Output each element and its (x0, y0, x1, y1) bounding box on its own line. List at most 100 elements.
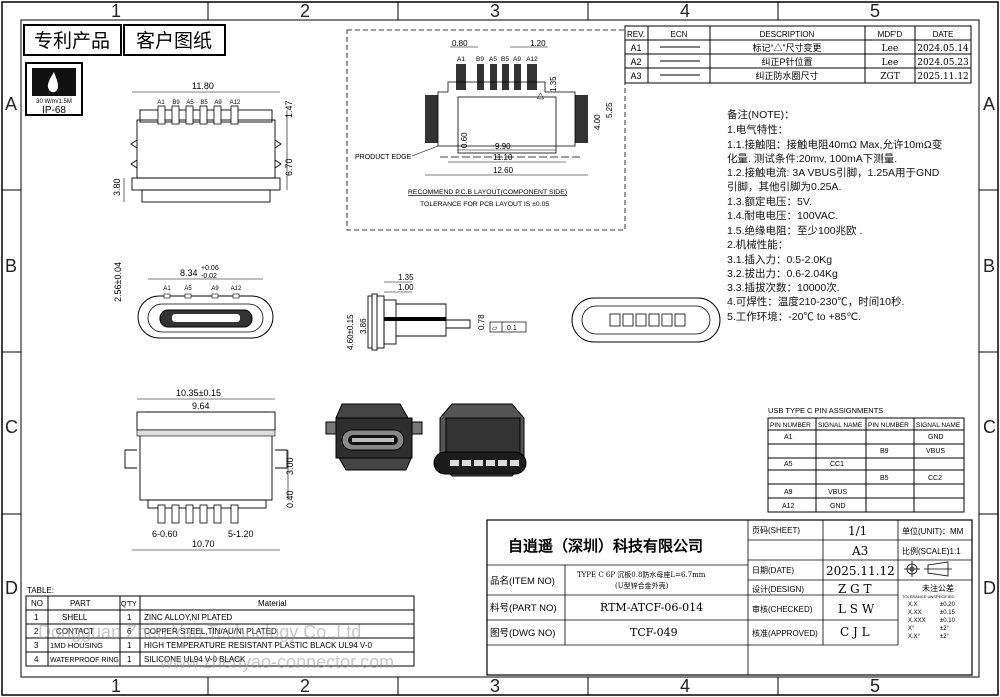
row-label: B (5, 256, 17, 276)
front-pin-label: A12 (231, 286, 242, 292)
note-line: 1.2.接触电流: 3A VBUS引脚，1.25A用于GND (727, 166, 940, 179)
bom-row: 1 SHELL 1 ZINC ALLOY,NI PLATED (34, 613, 232, 622)
column-label: 4 (680, 1, 690, 21)
company-name: 自逍遥（深圳）科技有限公司 (508, 537, 703, 555)
pcb-pin-label: B5 (501, 56, 509, 63)
pin-assignment-table: USB TYPE C PIN ASSIGNMENTS PIN NUMBER SI… (767, 406, 965, 513)
column-label: 1 (111, 1, 121, 21)
bom-header: NO (31, 599, 43, 608)
tolerance-value: ±0.10 (940, 618, 956, 624)
pcb-dim: 5.25 (605, 102, 614, 118)
part-value: RTM-ATCF-06-014 (600, 601, 703, 614)
bom-row: 2 CONTACT 6 COPPER STEEL,TIN/AU/NI PLATE… (34, 627, 277, 636)
pcb-layout-title: RECOMMEND P.C.B LAYOUT(COMPONENT SIDE) (408, 189, 567, 196)
customer-stamp-text: 客户图纸 (136, 30, 212, 52)
pcb-dim: 1.20 (530, 39, 546, 48)
scale-label: 比例(SCALE)1:1 (902, 546, 961, 556)
desc-cell: 标记“△”尺寸变更 (753, 42, 822, 53)
rear-view (571, 297, 721, 343)
front-pin-label: A5 (184, 286, 192, 292)
pin-table-cell: A12 (782, 503, 795, 510)
pcb-pin-label: A1 (457, 56, 465, 63)
bom-row: 4 WATERPROOF RING 1 SILICONE UL94 V-0 BL… (34, 655, 246, 664)
rev-cell: A1 (630, 43, 641, 53)
note-line: 2.机械性能： (727, 238, 788, 251)
bottom-dim: 6-0.60 (152, 529, 178, 539)
pin-table-header: SIGNAL NAME (818, 422, 863, 429)
flatness-icon: ▱ (492, 325, 498, 332)
note-line: 1.1.接触阻：接触电阻40mΩ Max,允许10mΩ变 (727, 138, 943, 151)
bom-cell: ZINC ALLOY,NI PLATED (144, 613, 232, 622)
warning-triangle-icon: △ (537, 90, 544, 100)
desc-cell: 纠正P针位置 (761, 56, 812, 67)
note-line: 1.电气特性： (727, 123, 788, 136)
bom-cell: SILICONE UL94 V-0 BLACK (144, 655, 246, 664)
rev-header: REV. (627, 30, 645, 39)
note-line: 1.3.额定电压：5V. (727, 195, 812, 208)
date-value: 2025.11.12 (826, 564, 895, 578)
column-label: 1 (111, 676, 121, 696)
row-label: C (5, 417, 18, 437)
design-value: Z G T (838, 582, 872, 596)
tolerance-title: 未注公差 (922, 583, 954, 593)
column-label: 2 (300, 1, 310, 21)
pin-table-cell: B9 (880, 448, 889, 455)
notes: 备注(NOTE)： 1.电气特性： 1.1.接触阻：接触电阻40mΩ Max,允… (727, 108, 943, 323)
bottom-dim: 9.64 (192, 401, 210, 411)
watermark-company: Dongguan Zhen Yao Technology Co.,Ltd (38, 622, 361, 642)
frame-row-labels: A B C D A B C D (5, 94, 996, 598)
column-label: 5 (870, 676, 880, 696)
top-pin-label: A5 (186, 100, 194, 106)
pin-table-cell: CC1 (830, 461, 844, 468)
tolerance-value: ±0.15 (940, 610, 956, 616)
note-line: 化量. 测试条件:20mv, 100mA下测量. (727, 152, 897, 165)
front-dim: 2.56±0.04 (113, 262, 123, 302)
row-label: C (983, 417, 996, 437)
note-line: 3.3.插拔次数：10000次. (727, 281, 840, 294)
rev-cell: A2 (630, 57, 641, 67)
bom-cell: 1 (34, 613, 39, 622)
pcb-dim: 12.60 (493, 166, 514, 175)
top-pin-label: B9 (172, 100, 180, 106)
top-pin-label: A1 (157, 100, 165, 106)
pcb-dim: 11.10 (493, 153, 513, 162)
pcb-dim: 0.60 (460, 132, 469, 148)
tolerance-value: ±0.20 (940, 602, 956, 608)
tolerance-value: ±2° (940, 626, 950, 632)
date-cell: 2024.05.23 (917, 58, 969, 68)
pin-table-cell: A9 (784, 489, 793, 496)
bom-cell: SHELL (62, 613, 88, 622)
bottom-dim: 3.00 (285, 457, 295, 475)
bom-header: Material (258, 599, 287, 608)
row-label: A (983, 94, 995, 114)
description-header: DESCRIPTION (760, 30, 815, 39)
mdf-cell: Lee (882, 58, 899, 68)
pcb-pin-label: A5 (489, 56, 497, 63)
column-label: 3 (490, 676, 500, 696)
front-dim: +0.06 (201, 265, 219, 272)
bottom-dim: 10.70 (192, 539, 215, 549)
pcb-layout-tolerance: TOLERANCE FOR PCB LAYOUT IS ±0.05 (420, 201, 549, 208)
pin-table-cell: B5 (880, 475, 889, 482)
bom-title: TABLE: (27, 586, 54, 595)
date-label: 日期(DATE) (752, 566, 794, 575)
pin-table-cell: CC2 (928, 475, 942, 482)
rev-cell: A3 (630, 71, 641, 81)
item-label: 品名(ITEM NO) (490, 575, 555, 587)
pin-table-cell: VBUS (828, 489, 847, 496)
bottom-view: 10.35±0.15 9.64 10.70 3.00 0.40 6-0.60 5… (124, 388, 295, 551)
pin-table-title: USB TYPE C PIN ASSIGNMENTS (768, 406, 883, 415)
front-pin-label: A1 (163, 286, 171, 292)
tolerance-subtitle: TOLERANCE UNSPECIFIED (902, 594, 954, 599)
tolerance-key: X° (908, 626, 915, 632)
column-label: 2 (300, 676, 310, 696)
tolerance-key: X.XX (908, 610, 922, 616)
design-label: 设计(DESIGN) (752, 584, 804, 594)
pin-table-header: PIN NUMBER (868, 422, 909, 429)
bom-cell: WATERPROOF RING (50, 657, 119, 664)
note-line: 引脚，其他引脚为0.25A. (727, 180, 841, 193)
top-dim: 11.80 (192, 81, 214, 91)
pcb-pin-label: A12 (526, 56, 538, 63)
